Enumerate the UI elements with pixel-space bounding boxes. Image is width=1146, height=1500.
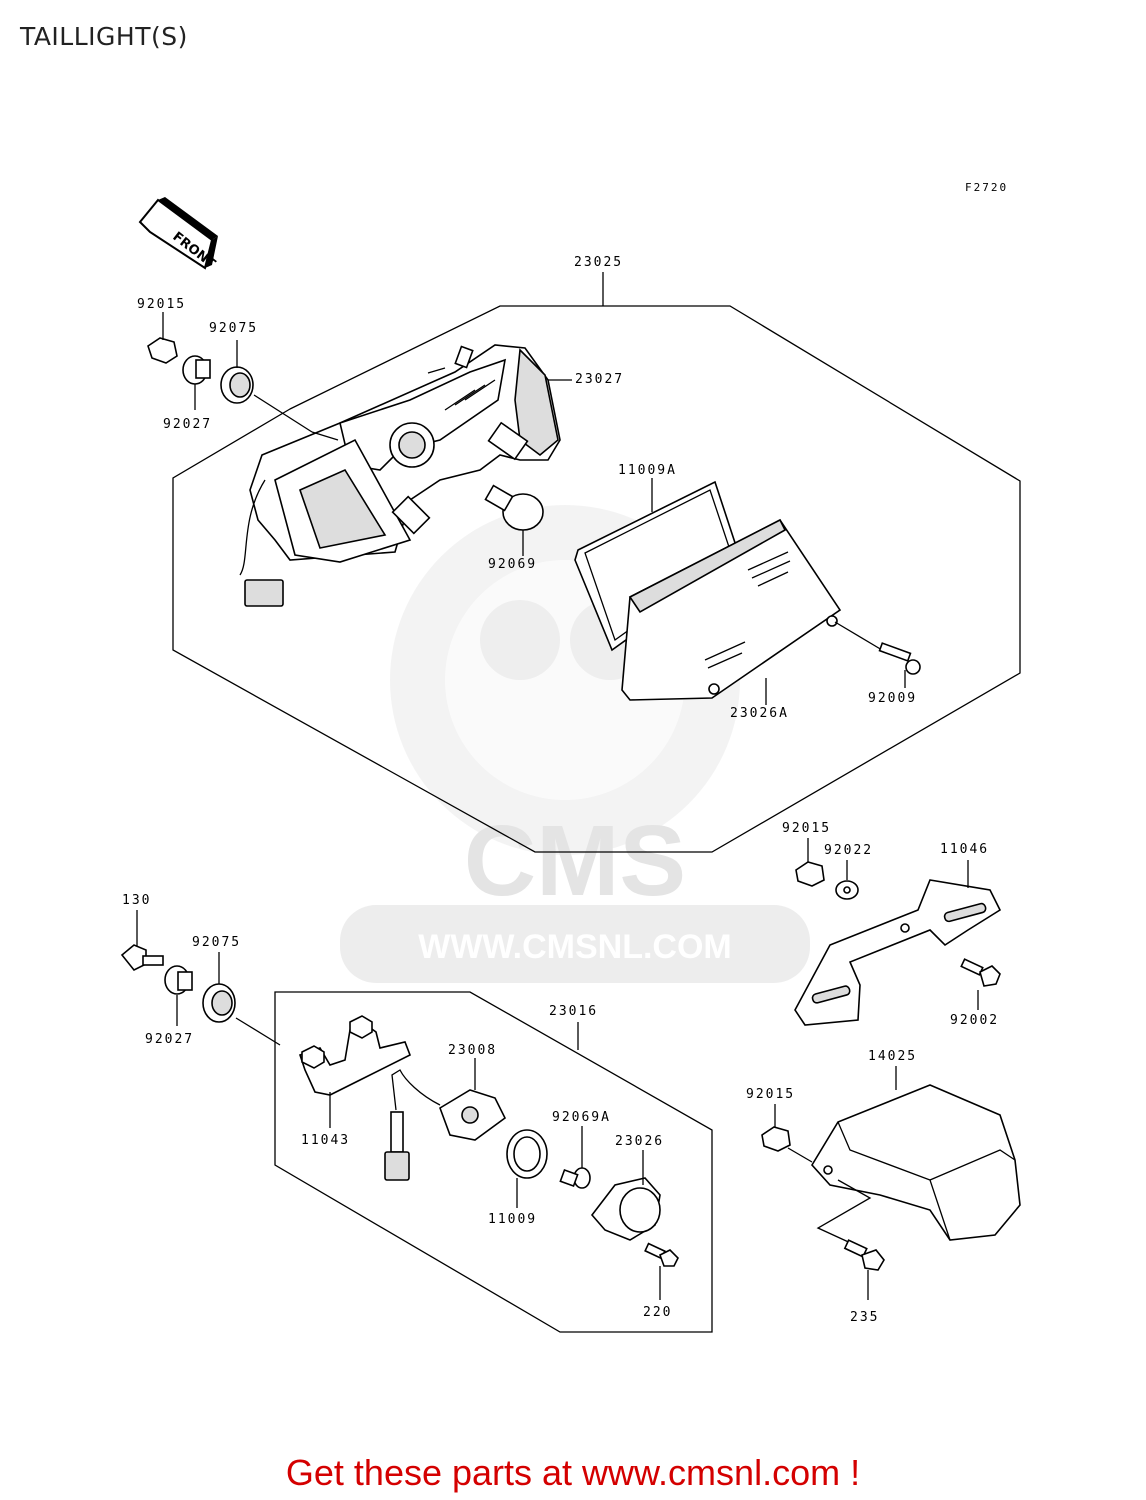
lens-23026A — [621, 518, 842, 705]
label-235: 235 — [850, 1310, 879, 1325]
label-92075-top: 92075 — [209, 321, 258, 336]
label-92015-mid: 92015 — [782, 821, 831, 836]
watermark-url: WWW.CMSNL.COM — [418, 928, 732, 966]
label-23008: 23008 — [448, 1043, 497, 1058]
label-11043: 11043 — [301, 1133, 350, 1148]
bolt-235 — [816, 1179, 885, 1300]
socket-23008 — [384, 1058, 507, 1181]
label-92015-bottom: 92015 — [746, 1087, 795, 1102]
label-92027-bottom: 92027 — [145, 1032, 194, 1047]
tail-light-assembly-boundary — [172, 305, 1021, 853]
nut-92015-mid — [795, 838, 825, 887]
bulb-92069 — [484, 484, 544, 556]
license-light-assembly-boundary — [274, 991, 713, 1333]
nut-92015-top — [147, 312, 178, 364]
washer-92022 — [835, 860, 859, 900]
label-92069A: 92069A — [552, 1110, 611, 1125]
label-130: 130 — [122, 893, 151, 908]
label-11009: 11009 — [488, 1212, 537, 1227]
bolt-92002 — [960, 958, 1001, 1010]
label-92022: 92022 — [824, 843, 873, 858]
label-220: 220 — [643, 1305, 672, 1320]
label-23026A: 23026A — [730, 706, 789, 721]
footer-link[interactable]: Get these parts at www.cmsnl.com ! — [285, 1452, 861, 1493]
bracket-11043 — [298, 1015, 412, 1128]
collar-92027-bottom — [164, 965, 193, 1026]
figure-code: F2720 — [965, 181, 1008, 194]
label-23026: 23026 — [615, 1134, 664, 1149]
label-92009: 92009 — [868, 691, 917, 706]
tail-light-housing — [239, 344, 561, 607]
label-23016: 23016 — [549, 1004, 598, 1019]
gasket-11009 — [506, 1129, 548, 1208]
label-23025: 23025 — [574, 255, 623, 270]
bulb-92069A — [559, 1126, 591, 1189]
label-92002: 92002 — [950, 1013, 999, 1028]
label-11046: 11046 — [940, 842, 989, 857]
screw-220 — [644, 1242, 679, 1300]
bolt-130 — [120, 910, 164, 972]
grommet-92075-bottom — [202, 952, 281, 1046]
label-92075-bottom: 92075 — [192, 935, 241, 950]
screw-92009 — [834, 621, 921, 688]
label-92069: 92069 — [488, 557, 537, 572]
bracket-11046 — [794, 860, 1002, 1026]
front-arrow-icon: FRONT — [138, 197, 218, 272]
watermark-brand: CMS — [464, 805, 686, 917]
parts-diagram: CMS WWW.CMSNL.COM FRONT F2720 — [120, 181, 1021, 1333]
label-23027: 23027 — [575, 372, 624, 387]
page-title: TAILLIGHT(S) — [20, 22, 188, 51]
nut-92015-bottom — [761, 1104, 813, 1163]
label-92027-top: 92027 — [163, 417, 212, 432]
collar-92027-top — [182, 355, 211, 410]
lens-23026 — [590, 1150, 661, 1241]
label-11009A: 11009A — [618, 463, 677, 478]
grommet-92075-top — [220, 340, 313, 433]
label-14025: 14025 — [868, 1049, 917, 1064]
cover-14025 — [811, 1066, 1021, 1241]
label-92015-top: 92015 — [137, 297, 186, 312]
